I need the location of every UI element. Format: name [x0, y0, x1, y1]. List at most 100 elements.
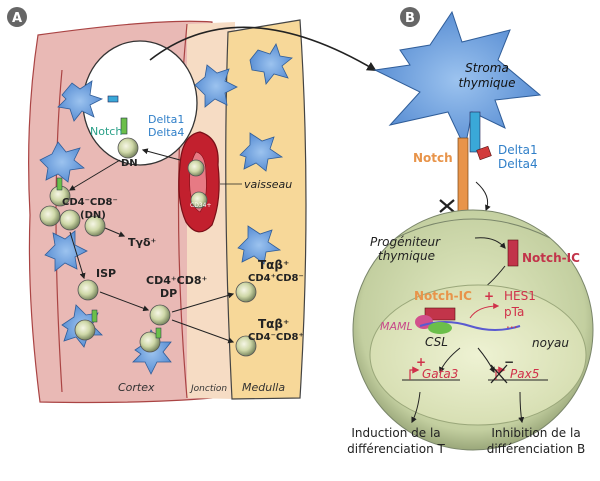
dn-stage-label-1: CD4⁻CD8⁻ [62, 197, 118, 208]
dp-label-2: DP [160, 287, 177, 300]
dn-stage-cell [84, 215, 106, 237]
b-delta4-label: Delta4 [498, 157, 538, 171]
vessel-label: vaisseau [244, 178, 292, 191]
panel-a-badge [7, 7, 27, 27]
arrow-to-hes1 [469, 303, 500, 319]
hes1-label: HES1 [504, 289, 536, 303]
plus-1: + [484, 289, 494, 303]
panel-b-badge [400, 7, 420, 27]
stromal-cell [194, 64, 238, 108]
csl-protein [428, 322, 452, 334]
progenitor-label-1: Progéniteur [370, 235, 441, 249]
minus-sign: − [504, 355, 514, 369]
dp-cell [149, 304, 171, 326]
isp-cell [77, 279, 99, 301]
pax5-block-icon [490, 364, 508, 384]
tab2-label-1: Tαβ⁺ [258, 317, 289, 331]
arrow-to-gata3 [439, 347, 461, 374]
maml-label: MAML [380, 320, 413, 333]
stromal-cell [249, 43, 293, 85]
arrow-dn-to-cortex [68, 159, 121, 191]
dp-label-1: CD4⁺CD8⁺ [146, 274, 208, 287]
arrow-to-pax5 [477, 347, 495, 374]
stroma-label-1: Stroma [465, 61, 509, 75]
panel-b: B Stroma thymique Delta1 Delta4 Notch Pr… [347, 7, 594, 456]
medulla-region [225, 19, 307, 400]
stromal-cell [237, 225, 282, 265]
niche-notch-label: Notch [90, 125, 122, 138]
dp-cell [139, 331, 161, 353]
csl-label: CSL [425, 335, 448, 349]
notch-receptor [155, 327, 162, 339]
niche-delta1-label: Delta1 [148, 113, 184, 126]
arrow-gata3-to-induction [411, 391, 421, 424]
notch-receptor [120, 117, 128, 135]
delta-ligand [469, 111, 481, 153]
sp4-cell [235, 281, 257, 303]
notch-receptor [56, 177, 63, 191]
arrow-dn-to-tgd [104, 227, 126, 237]
cleavage-scissors-icon [439, 199, 455, 213]
notch-ic-fragment [507, 239, 519, 267]
gata3-label: Gata3 [422, 367, 458, 381]
arrow-dp-to-sp8 [171, 319, 235, 344]
noyau-label: noyau [532, 336, 569, 350]
dn-stage-label-2: (DN) [80, 210, 106, 221]
nucleus [369, 284, 587, 426]
b-notch-label: Notch [413, 151, 453, 165]
notch-ic-nuc-label: Notch-IC [414, 289, 472, 303]
cd34-cell [187, 159, 205, 177]
niche-ellipse [82, 40, 198, 166]
notch-receptor [91, 309, 98, 323]
maml-protein [415, 315, 433, 329]
tab1-label-1: Tαβ⁺ [258, 258, 289, 272]
pta-label: pTa [504, 305, 524, 319]
stromal-cell [57, 80, 104, 122]
isp-label: ISP [96, 267, 116, 280]
panel-a-letter: A [12, 11, 22, 26]
cd34-cell [190, 191, 208, 209]
dots-label: ... [506, 317, 517, 331]
dn-cell [117, 137, 139, 159]
stroma-cell [373, 10, 542, 150]
induction-label-1: Induction de la [351, 426, 440, 440]
stromal-cell [44, 230, 88, 272]
sp8-cell [235, 335, 257, 357]
arrow-isp-to-dp [99, 291, 150, 312]
membrane-segment [395, 218, 551, 239]
tab2-label-2: CD4⁻CD8⁺ [248, 332, 304, 343]
dn-stage-cell [39, 205, 61, 227]
niche-delta4-label: Delta4 [148, 126, 184, 139]
tgd-label: Tγδ⁺ [128, 236, 157, 249]
notch-ic-nuclear [424, 307, 456, 321]
stroma-label-2: thymique [458, 76, 515, 90]
induction-label-2: différenciation T [347, 442, 445, 456]
arrow-to-panel-b [149, 26, 377, 71]
cortex-cell [74, 319, 96, 341]
cleavage-arrow [475, 181, 491, 212]
cd34-label: CD34+ [190, 202, 211, 209]
delta-ligand [107, 95, 119, 103]
cortex-label: Cortex [118, 381, 155, 394]
junction-label: Jonction [189, 384, 227, 394]
medulla-label: Medulla [242, 381, 285, 394]
delta-ligand-head [476, 145, 492, 161]
notch-ic-label: Notch-IC [522, 251, 580, 265]
stromal-cell [39, 141, 85, 183]
arrow-membrane-to-ic [474, 237, 506, 249]
inhibition-label-2: différenciation B [487, 442, 586, 456]
panel-b-letter: B [405, 11, 415, 26]
gata3-promoter [409, 366, 420, 380]
dn-label: DN [121, 158, 138, 169]
arrow-pax5-to-inhibition [518, 391, 525, 424]
inhibition-label-1: Inhibition de la [491, 426, 580, 440]
tab1-label-2: CD4⁺CD8⁻ [248, 273, 304, 284]
arrow-vessel-to-dn [141, 148, 181, 161]
stromal-cell [239, 132, 284, 172]
arrow-dn-to-isp [69, 231, 86, 280]
progenitor-label-2: thymique [378, 249, 435, 263]
plus-2: + [416, 355, 426, 369]
b-delta1-label: Delta1 [498, 143, 538, 157]
arrow-dp-to-sp4 [171, 292, 235, 313]
